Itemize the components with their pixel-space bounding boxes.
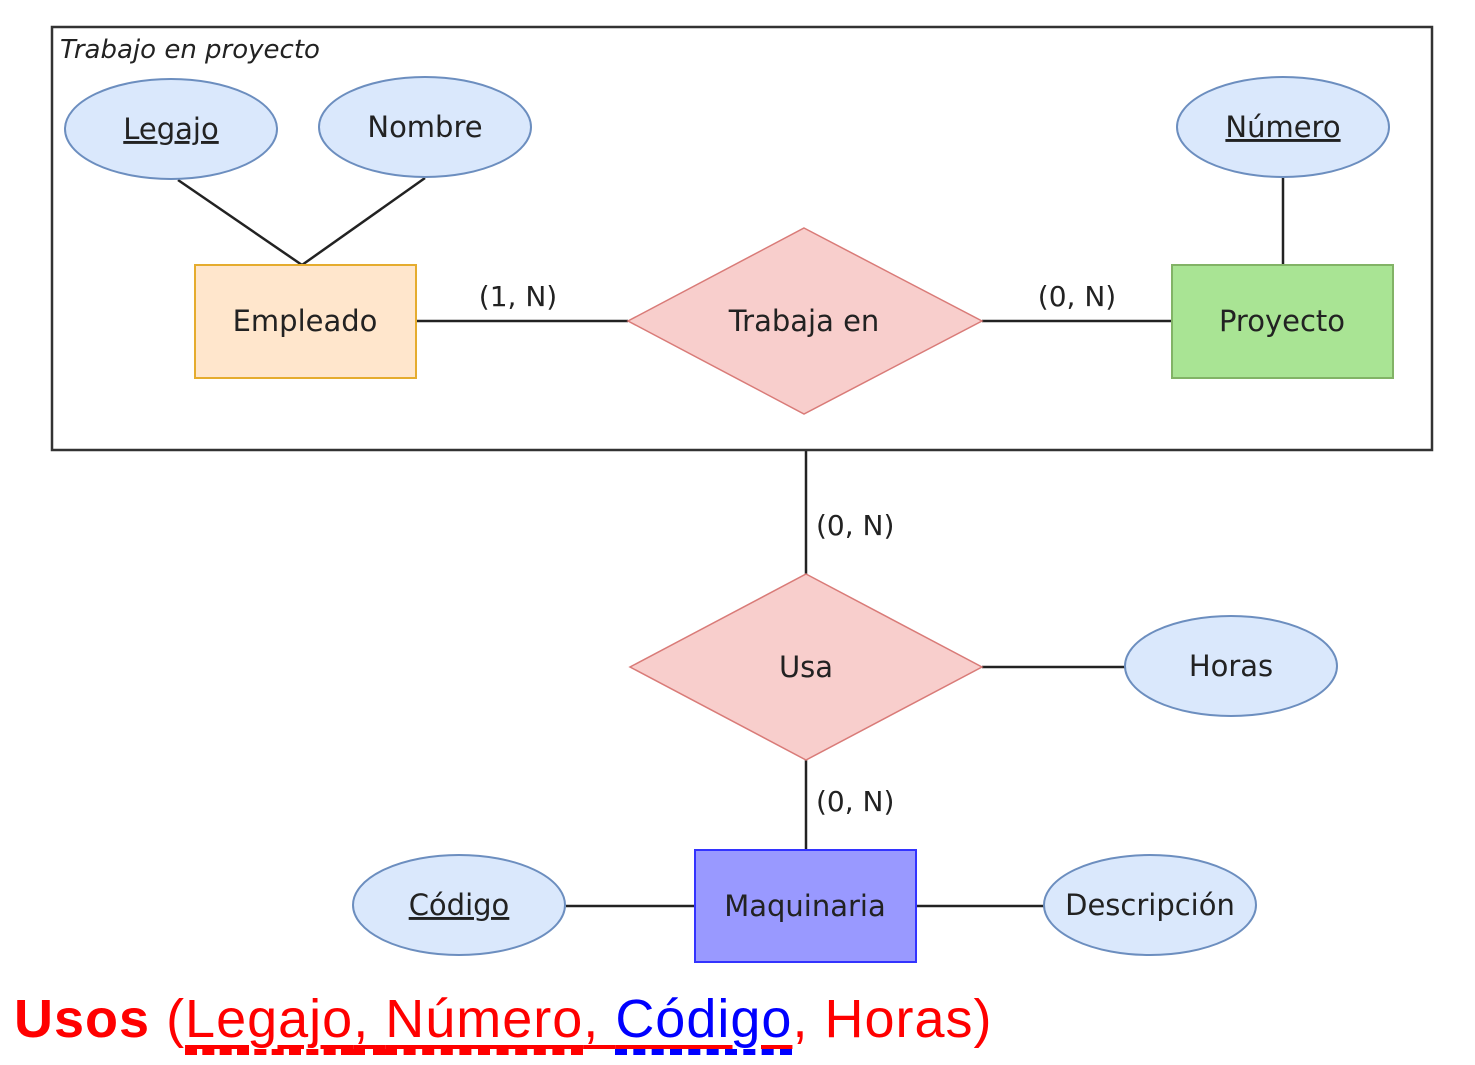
- aggregation-title: Trabajo en proyecto: [60, 35, 320, 65]
- attribute-codigo-label: Código: [409, 888, 510, 922]
- attribute-numero-label: Número: [1225, 110, 1340, 144]
- entity-proyecto: [1171, 264, 1394, 379]
- connector-nombre: [301, 176, 426, 267]
- fk-numero: Número: [385, 989, 584, 1055]
- sep3: ,: [792, 989, 825, 1049]
- cardinality-proyecto: (0, N): [1038, 280, 1116, 313]
- aggregation-box: [50, 25, 1434, 452]
- sep2: ,: [583, 989, 616, 1049]
- attribute-nombre-label: Nombre: [367, 110, 482, 144]
- cardinality-grupo-usa: (0, N): [816, 509, 894, 542]
- connector-legajo: [177, 178, 303, 267]
- attribute-numero: [1176, 76, 1390, 178]
- attribute-horas: [1124, 615, 1338, 717]
- relation-schema: Usos (Legajo, Número, Código, Horas): [14, 988, 993, 1055]
- fk-legajo: Legajo: [185, 989, 354, 1055]
- sep1: ,: [353, 989, 386, 1055]
- attribute-horas-label: Horas: [1189, 649, 1273, 683]
- paren-close: ): [973, 989, 993, 1049]
- relationship-trabaja-en-label: Trabaja en: [728, 304, 880, 338]
- entity-maquinaria: [694, 849, 917, 963]
- cardinality-empleado: (1, N): [479, 280, 557, 313]
- attribute-descripcion-label: Descripción: [1065, 888, 1235, 922]
- attribute-nombre: [318, 76, 532, 178]
- primary-key: Legajo, Número, Código: [185, 989, 793, 1055]
- relation-name: Usos: [14, 989, 151, 1049]
- entity-proyecto-label: Proyecto: [1219, 304, 1345, 338]
- attribute-legajo: [64, 78, 278, 180]
- attribute-codigo: [352, 854, 566, 956]
- cardinality-maquinaria: (0, N): [816, 785, 894, 818]
- entity-empleado-label: Empleado: [233, 304, 378, 338]
- attr-horas: Horas: [824, 989, 974, 1049]
- relationship-usa-label: Usa: [779, 650, 833, 684]
- entity-maquinaria-label: Maquinaria: [724, 889, 886, 923]
- relationship-trabaja-en: [626, 227, 984, 415]
- attribute-descripcion: [1043, 854, 1257, 956]
- relationship-usa: [628, 573, 984, 761]
- fk-codigo: Código: [615, 989, 793, 1055]
- entity-empleado: [194, 264, 417, 379]
- attribute-legajo-label: Legajo: [123, 112, 218, 146]
- paren-open: (: [166, 989, 186, 1049]
